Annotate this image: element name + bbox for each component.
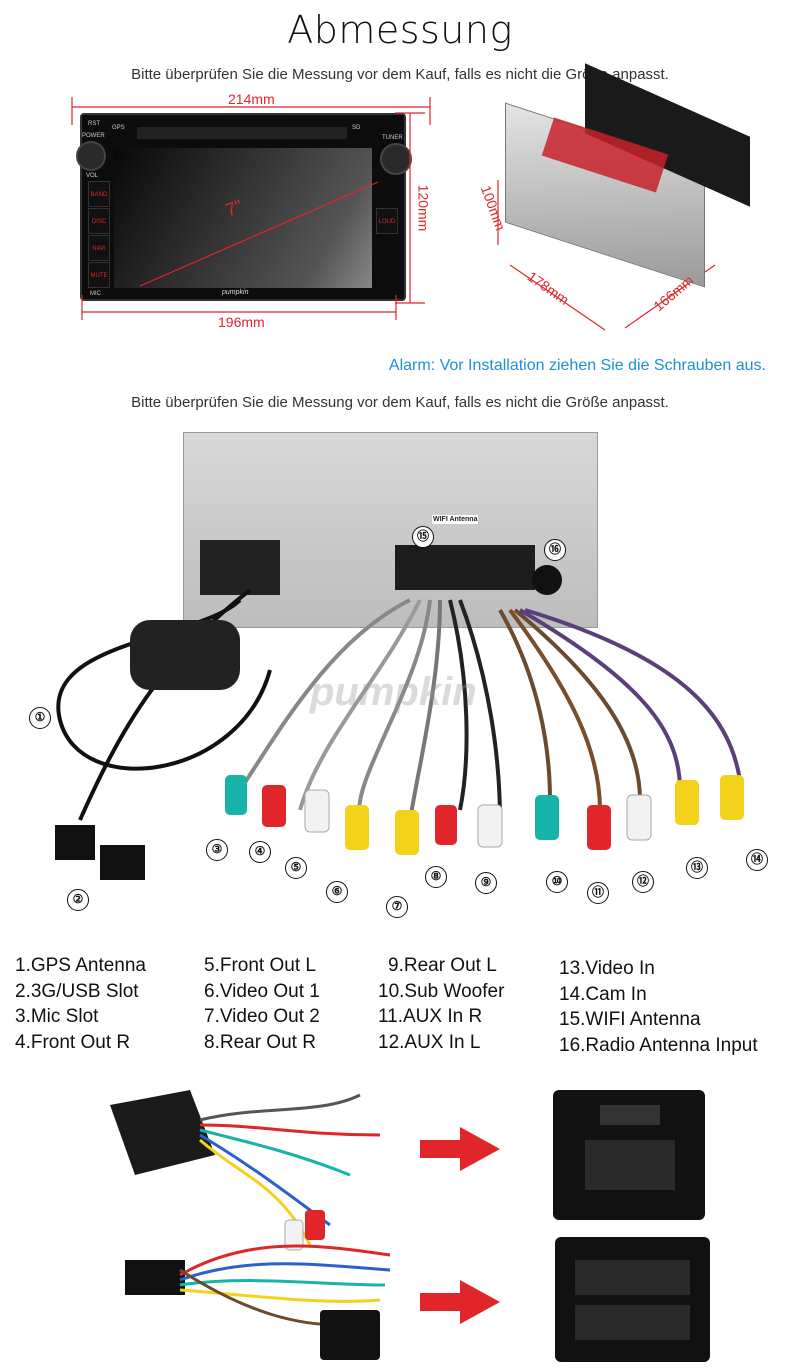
marker-4: ④ bbox=[249, 841, 271, 863]
tuner-label: TUNER bbox=[382, 135, 403, 141]
sd-label: SD bbox=[352, 125, 361, 131]
marker-15: ⑮ bbox=[412, 526, 434, 548]
watermark: pumpkin bbox=[310, 670, 477, 714]
disc-button: DISC bbox=[88, 208, 110, 234]
vol-label: VOL bbox=[86, 173, 99, 179]
harness-connector bbox=[395, 545, 535, 590]
legend-column-2: 5.Front Out L 6.Video Out 1 7.Video Out … bbox=[204, 953, 320, 1055]
gps-antenna-puck bbox=[130, 620, 240, 690]
connector-front-view-1 bbox=[553, 1090, 705, 1220]
mute-button: MUTE bbox=[88, 262, 110, 288]
legend-item: 16.Radio Antenna Input bbox=[559, 1034, 758, 1056]
usb-connector bbox=[100, 845, 145, 880]
marker-12: ⑫ bbox=[632, 871, 654, 893]
legend-item: 15.WIFI Antenna bbox=[559, 1009, 701, 1030]
back-panel-image bbox=[183, 432, 598, 628]
legend-item: 11.AUX In R bbox=[378, 1006, 483, 1027]
marker-10: ⑩ bbox=[546, 871, 568, 893]
alarm-text: Alarm: Vor Installation ziehen Sie die S… bbox=[388, 357, 766, 374]
front-unit-image: BAND DISC NAVI MUTE LOUD RST POWER VOL G… bbox=[76, 113, 412, 301]
legend-item: 4.Front Out R bbox=[15, 1031, 131, 1053]
legend-item: 8.Rear Out R bbox=[204, 1031, 316, 1053]
legend-item: 14.Cam In bbox=[559, 983, 647, 1005]
marker-7: ⑦ bbox=[386, 896, 408, 918]
usb-connector bbox=[55, 825, 95, 860]
marker-3: ③ bbox=[206, 839, 228, 861]
gps-connector bbox=[200, 540, 280, 595]
legend-item: 9.Rear Out L bbox=[388, 955, 497, 976]
marker-5: ⑤ bbox=[285, 857, 307, 879]
legend-item: 5.Front Out L bbox=[204, 955, 316, 976]
legend-item: 12.AUX In L bbox=[378, 1031, 481, 1053]
legend-item: 13.Video In bbox=[559, 958, 655, 979]
marker-13: ⑬ bbox=[686, 857, 708, 879]
marker-14: ⑭ bbox=[746, 849, 768, 871]
marker-8: ⑧ bbox=[425, 866, 447, 888]
power-label: POWER bbox=[82, 133, 105, 139]
screen bbox=[114, 148, 372, 288]
page-title: Abmessung bbox=[287, 8, 513, 52]
measurement-note: Bitte überprüfen Sie die Messung vor dem… bbox=[131, 66, 669, 83]
harness-1 bbox=[110, 1090, 381, 1251]
disc-slot bbox=[137, 127, 347, 139]
legend-column-4: 13.Video In 14.Cam In 15.WIFI Antenna 16… bbox=[559, 956, 758, 1058]
marker-1: ① bbox=[29, 707, 51, 729]
connector-front-view-2 bbox=[555, 1237, 710, 1362]
marker-6: ⑥ bbox=[326, 881, 348, 903]
legend-column-1: 1.GPS Antenna 2.3G/USB Slot 3.Mic Slot 4… bbox=[15, 953, 146, 1055]
measurement-note-2: Bitte überprüfen Sie die Messung vor dem… bbox=[131, 394, 669, 411]
tuner-knob bbox=[380, 143, 412, 175]
mic-label: MIC bbox=[90, 291, 101, 297]
width-top-dimension: 214mm bbox=[228, 91, 275, 107]
red-arrow-icon bbox=[420, 1127, 500, 1171]
brand-logo: pumpkin bbox=[222, 289, 249, 296]
band-button: BAND bbox=[88, 181, 110, 207]
cables bbox=[55, 588, 744, 880]
marker-2: ② bbox=[67, 889, 89, 911]
rca-plugs bbox=[225, 775, 744, 855]
wifi-label: WIFI Antenna bbox=[432, 515, 479, 524]
gps-label: GPS bbox=[112, 125, 125, 131]
legend-item: 2.3G/USB Slot bbox=[15, 980, 139, 1002]
legend-item: 10.Sub Woofer bbox=[378, 980, 505, 1002]
legend-item: 7.Video Out 2 bbox=[204, 1006, 320, 1027]
width-bottom-dimension: 196mm bbox=[218, 314, 265, 330]
red-arrow-icon bbox=[420, 1280, 500, 1324]
legend-item: 6.Video Out 1 bbox=[204, 980, 320, 1002]
radio-antenna-port bbox=[532, 565, 562, 595]
loud-button: LOUD bbox=[376, 208, 398, 234]
navi-button: NAVI bbox=[88, 235, 110, 261]
marker-16: ⑯ bbox=[544, 539, 566, 561]
harness-images bbox=[110, 1090, 710, 1362]
rst-label: RST bbox=[88, 121, 100, 127]
height-dimension: 120mm bbox=[415, 184, 432, 232]
legend-item: 3.Mic Slot bbox=[15, 1006, 99, 1027]
marker-11: ⑪ bbox=[587, 882, 609, 904]
dimension-lines bbox=[71, 97, 716, 331]
legend-column-3: 9.Rear Out L 10.Sub Woofer 11.AUX In R 1… bbox=[378, 953, 504, 1055]
legend-item: 1.GPS Antenna bbox=[15, 955, 146, 976]
volume-knob bbox=[76, 141, 106, 171]
harness-2 bbox=[125, 1244, 391, 1360]
marker-9: ⑨ bbox=[475, 872, 497, 894]
